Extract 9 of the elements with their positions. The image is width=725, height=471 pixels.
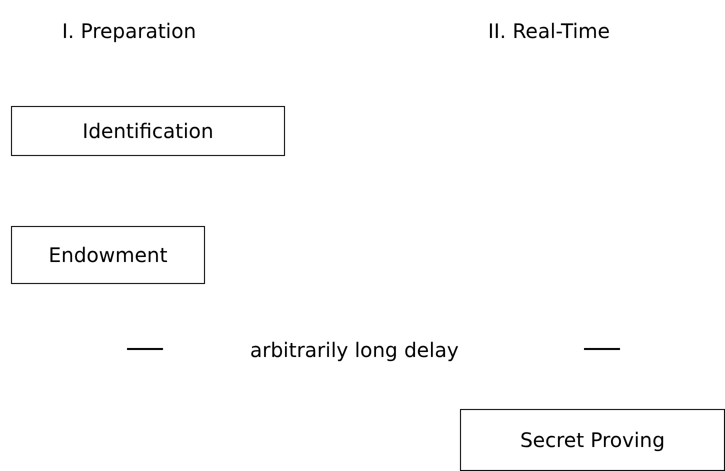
process-box — [11, 106, 285, 156]
delay-label: arbitrarily long delay — [250, 337, 459, 364]
phase-heading: II. Real-Time — [488, 18, 610, 45]
phase-heading: I. Preparation — [62, 18, 196, 45]
box-label: Secret Proving — [520, 427, 665, 454]
box-label: Identification — [82, 118, 214, 145]
process-box — [11, 226, 205, 284]
process-box — [460, 409, 725, 471]
box-label: Endowment — [48, 242, 168, 269]
